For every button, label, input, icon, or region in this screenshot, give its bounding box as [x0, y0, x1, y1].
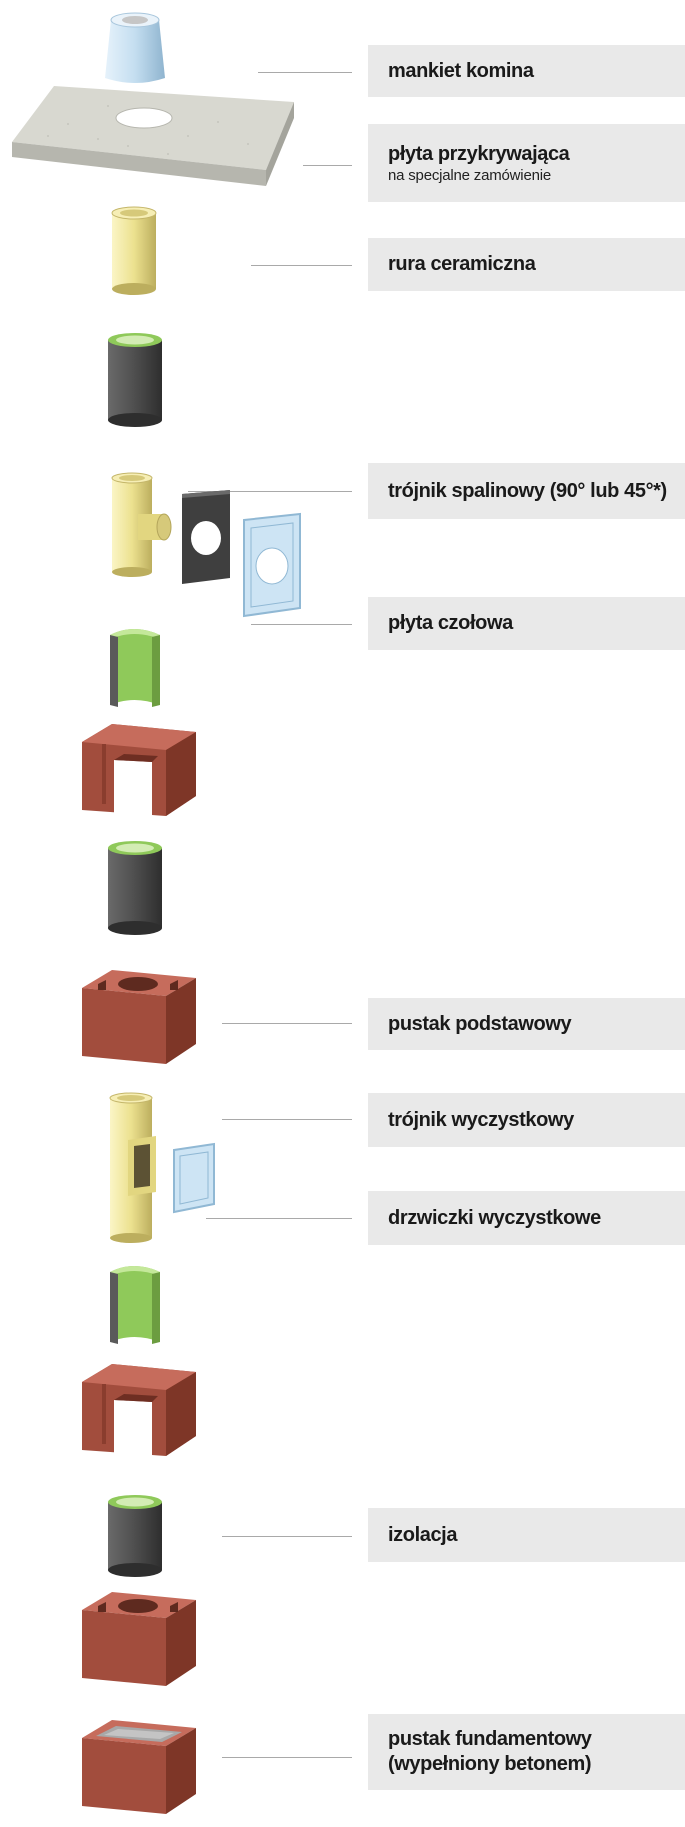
label-izolacja: izolacja [368, 1508, 685, 1562]
label-text: izolacja [388, 1523, 458, 1546]
label-text-2: (wypełniony betonem) [388, 1753, 592, 1775]
leader-line [222, 1023, 352, 1024]
label-pustak-fundamentowy: pustak fundamentowy (wypełniony betonem) [368, 1714, 685, 1790]
label-text: pustak fundamentowy [388, 1728, 592, 1750]
insulation-sleeve-illustration [108, 333, 162, 427]
label-text: rura ceramiczna [388, 253, 536, 275]
cleanout-door-illustration [173, 1142, 215, 1214]
flue-tee-illustration [111, 472, 172, 577]
ceramic-pipe-illustration [111, 206, 157, 295]
leader-line [251, 624, 352, 625]
label-mankiet-komina: mankiet komina [368, 45, 685, 97]
label-rura-ceramiczna: rura ceramiczna [368, 238, 685, 291]
label-text: mankiet komina [388, 59, 534, 82]
label-text: płyta przykrywająca [388, 142, 570, 165]
half-insulation-shell-illustration [110, 629, 160, 707]
gasket-plate-illustration [182, 490, 230, 584]
half-insulation-shell-illustration [110, 1266, 160, 1344]
cover-slab-illustration [12, 86, 294, 186]
label-text: drzwiczki wyczystkowe [388, 1206, 601, 1229]
foundation-block-illustration [82, 1720, 196, 1814]
label-trojnik-wyczystkowy: trójnik wyczystkowy [368, 1093, 685, 1147]
front-plate-illustration [243, 512, 301, 618]
label-drzwiczki-wyczystkowe: drzwiczki wyczystkowe [368, 1191, 685, 1245]
chimney-cap-illustration [105, 12, 165, 83]
leader-line [222, 1119, 352, 1120]
basic-chimney-block-illustration [82, 970, 196, 1064]
label-trojnik-spalinowy: trójnik spalinowy (90° lub 45°*) [368, 463, 685, 519]
insulation-sleeve-illustration [108, 1495, 162, 1577]
half-chimney-block-illustration [82, 1364, 196, 1456]
label-pustak-podstawowy: pustak podstawowy [368, 998, 685, 1050]
leader-line [206, 1218, 352, 1219]
leader-line [303, 165, 352, 166]
label-text: pustak podstawowy [388, 1012, 572, 1035]
leader-line [222, 1536, 352, 1537]
label-text: trójnik wyczystkowy [388, 1108, 574, 1131]
label-plyta-czolowa: płyta czołowa [368, 597, 685, 650]
label-note: na specjalne zamówienie [388, 166, 552, 184]
basic-chimney-block-illustration [82, 1592, 196, 1686]
insulation-sleeve-illustration [108, 841, 162, 935]
leader-line [258, 72, 352, 73]
label-text: płyta czołowa [388, 612, 513, 634]
leader-line [222, 1757, 352, 1758]
half-chimney-block-illustration [82, 724, 196, 816]
label-plyta-przykrywajaca: płyta przykrywająca na specjalne zamówie… [368, 124, 685, 202]
leader-line [188, 491, 352, 492]
cleanout-tee-illustration [109, 1092, 156, 1243]
label-text: trójnik spalinowy (90° lub 45°*) [388, 479, 667, 502]
leader-line [251, 265, 352, 266]
